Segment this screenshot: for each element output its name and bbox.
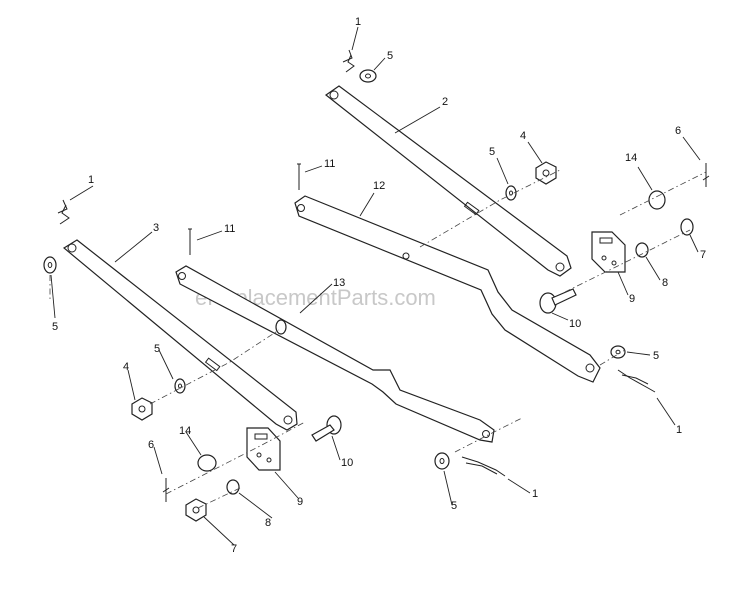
- part-13-lift-bar-lower: [175, 265, 495, 443]
- part-4-nut-upper: [535, 161, 557, 185]
- callout-3: 3: [153, 222, 159, 234]
- assembly-line-upper-d: [599, 349, 626, 366]
- callout-5: 5: [52, 321, 58, 333]
- callout-leaders: [50, 26, 701, 546]
- callout-4: 4: [123, 361, 129, 373]
- assembly-line-lower-c: [197, 487, 241, 509]
- callout-11: 11: [224, 223, 235, 235]
- part-9-bracket-lower: [246, 427, 281, 471]
- part-12-lift-bar-upper: [294, 195, 601, 383]
- callout-11: 11: [324, 158, 335, 170]
- callout-14: 14: [625, 152, 637, 164]
- part-6-pin-upper: [702, 163, 710, 187]
- part-1-hairpin-top: [342, 49, 355, 73]
- assembly-line-upper-b: [619, 171, 707, 216]
- part-14-spacer-upper: [648, 190, 666, 210]
- callout-1: 1: [676, 424, 682, 436]
- callout-7: 7: [700, 249, 706, 261]
- callout-10: 10: [569, 318, 581, 330]
- part-11-pin-upper: [297, 163, 301, 190]
- part-5-washer-right: [610, 345, 626, 359]
- part-8-washer-upper: [635, 242, 649, 258]
- part-5-washer-top: [359, 69, 377, 83]
- part-1-hairpin-right: [617, 369, 656, 393]
- part-11-pin-lower: [188, 228, 192, 255]
- callout-6: 6: [675, 125, 681, 137]
- part-2-lift-link-upper: [324, 85, 572, 277]
- assembly-line-lower-d: [454, 417, 523, 453]
- assembly-line-lower-b: [165, 421, 306, 495]
- callout-6: 6: [148, 439, 154, 451]
- assembly-line-upper-a: [419, 169, 561, 248]
- part-10-bolt-lower: [311, 415, 342, 442]
- callout-1: 1: [532, 488, 538, 500]
- callout-13: 13: [333, 277, 345, 289]
- part-7-nut-upper: [680, 218, 694, 236]
- part-9-bracket-upper: [591, 231, 626, 273]
- part-5-washer-lower-mid: [174, 378, 186, 394]
- callout-10: 10: [341, 457, 353, 469]
- callout-14: 14: [179, 425, 191, 437]
- callout-9: 9: [297, 496, 303, 508]
- callout-5: 5: [451, 500, 457, 512]
- part-14-spacer-lower: [197, 454, 217, 472]
- callout-5: 5: [154, 343, 160, 355]
- callout-12: 12: [373, 180, 385, 192]
- callout-9: 9: [629, 293, 635, 305]
- part-3-lift-link-lower: [62, 239, 298, 431]
- part-10-bolt-upper: [539, 288, 577, 314]
- callout-labels: 1 5 2 4 5 6 14 11 12 7 8 9 10 1 3 11 13 …: [52, 16, 706, 555]
- assembly-line-lower-a: [149, 329, 280, 405]
- callout-1: 1: [355, 16, 361, 28]
- callout-5: 5: [653, 350, 659, 362]
- part-5-washer-left: [43, 256, 57, 274]
- part-7-nut-lower: [185, 498, 207, 522]
- part-8-washer-lower: [226, 479, 240, 495]
- assembly-line-upper-c: [564, 229, 691, 293]
- part-1-hairpin-left: [57, 199, 70, 225]
- callout-1: 1: [88, 174, 94, 186]
- part-4-nut-lower: [131, 397, 153, 421]
- callout-8: 8: [662, 277, 668, 289]
- callout-4: 4: [520, 130, 526, 142]
- callout-2: 2: [442, 96, 448, 108]
- part-5-washer-lower-right: [434, 452, 450, 470]
- callout-5: 5: [387, 50, 393, 62]
- part-6-pin-lower: [162, 478, 170, 502]
- callout-8: 8: [265, 517, 271, 529]
- callout-7: 7: [231, 543, 237, 555]
- part-1-hairpin-lower: [461, 456, 506, 477]
- callout-5: 5: [489, 146, 495, 158]
- part-5-washer-upper-mid: [505, 185, 517, 201]
